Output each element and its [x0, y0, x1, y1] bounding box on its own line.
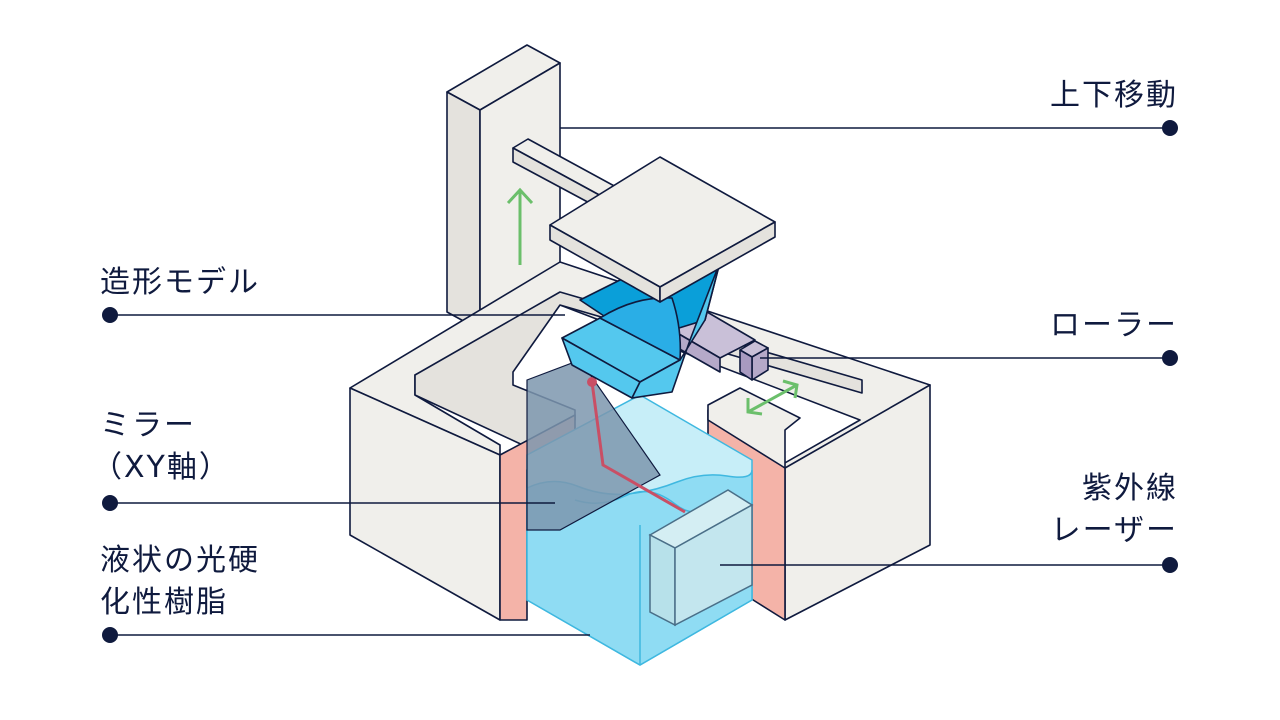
label-uv-laser-line1: 紫外線 [1082, 471, 1178, 506]
laser-beam [590, 381, 686, 514]
label-mirror-line2: （XY軸） [92, 450, 231, 485]
label-roller: ローラー [1050, 308, 1178, 343]
label-model: 造形モデル [100, 265, 260, 300]
label-resin-line1: 液状の光硬 [100, 543, 260, 578]
label-vertical-move: 上下移動 [1050, 78, 1178, 113]
label-uv-laser: 紫外線 レーザー [1051, 468, 1178, 552]
label-mirror: ミラー （XY軸） [92, 405, 231, 489]
label-resin-line2: 化性樹脂 [100, 585, 228, 620]
build-platform [549, 156, 776, 303]
label-resin: 液状の光硬 化性樹脂 [100, 540, 260, 624]
horizontal-arrow [746, 379, 799, 416]
uv-laser [648, 489, 754, 627]
label-mirror-line1: ミラー [100, 408, 196, 443]
vertical-arrow [506, 187, 534, 265]
laser-spot [587, 377, 597, 387]
leader-lines [102, 120, 1178, 643]
label-uv-laser-line2: レーザー [1050, 513, 1178, 548]
